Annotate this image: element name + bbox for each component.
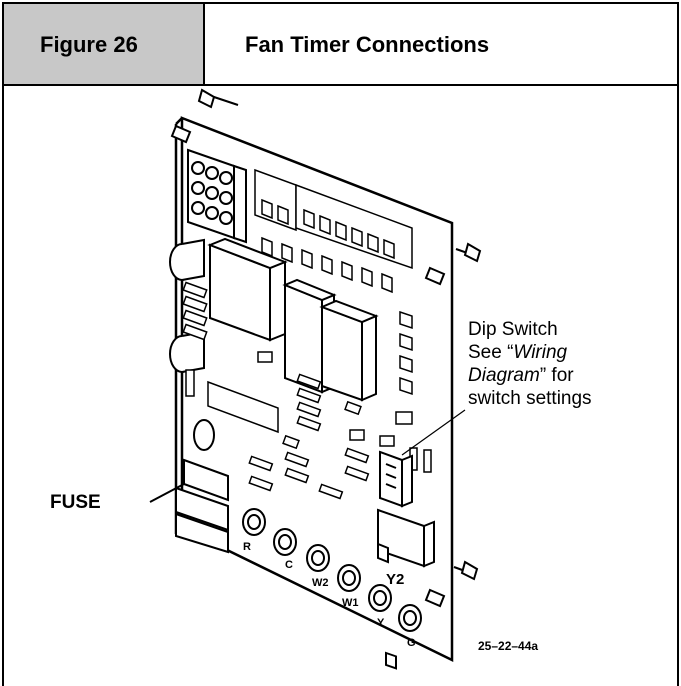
dip-callout-line4: switch settings xyxy=(468,388,592,409)
dip-callout-line2: See “Wiring xyxy=(468,342,568,363)
figure-title-cell: Fan Timer Connections xyxy=(205,2,679,86)
figure-title: Fan Timer Connections xyxy=(245,32,490,57)
figure-body xyxy=(2,86,679,686)
capacitors xyxy=(169,238,215,451)
nine-pin-connector xyxy=(187,148,247,244)
figure-label: Figure 26 xyxy=(40,32,138,57)
thermostat-connector xyxy=(377,508,435,670)
dip-callout-line3: Diagram” for xyxy=(468,365,574,386)
relays xyxy=(207,237,379,402)
terminal-w2-label: W2 xyxy=(312,577,329,589)
figure-label-cell: Figure 26 xyxy=(2,2,205,86)
dip-switch-callout: Dip Switch See “Wiring Diagram” for swit… xyxy=(468,318,592,410)
dip-setting-tabs xyxy=(399,310,413,396)
terminal-g-label: G xyxy=(407,637,416,649)
dip-callout-line1: Dip Switch xyxy=(468,319,558,340)
fuse-label: FUSE xyxy=(50,492,101,513)
fuse-holder xyxy=(149,458,229,554)
quick-connect-terminals xyxy=(254,168,413,294)
screw-terminals xyxy=(242,508,422,632)
terminal-c-label: C xyxy=(285,559,293,571)
small-components xyxy=(182,281,432,500)
terminal-r-label: R xyxy=(243,541,251,553)
dip-switch-leader xyxy=(401,409,466,456)
terminal-y2-label: Y2 xyxy=(386,571,404,588)
terminal-y-label: Y xyxy=(377,617,385,629)
standoffs xyxy=(170,88,482,608)
reference-code: 25–22–44a xyxy=(478,639,539,653)
dip-switch xyxy=(379,450,413,508)
terminal-w1-label: W1 xyxy=(342,597,359,609)
